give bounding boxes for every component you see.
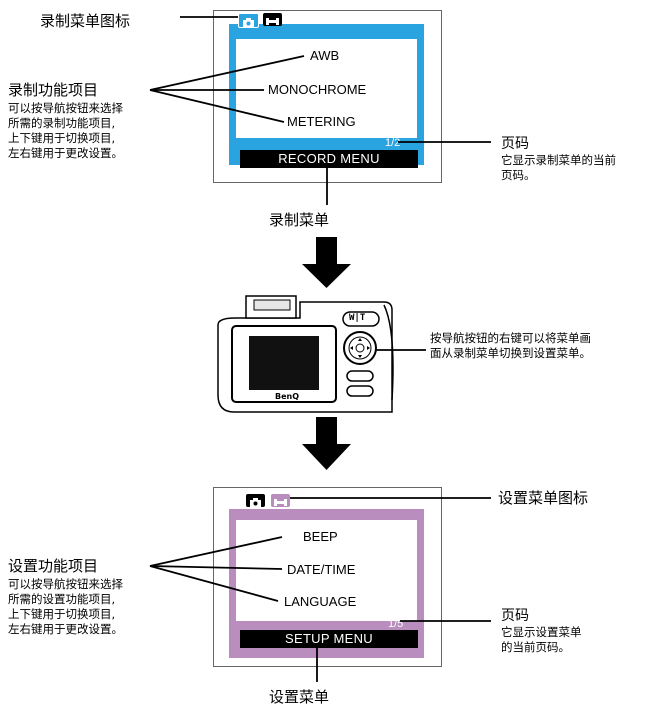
record-func-title: 录制功能项目	[8, 81, 99, 99]
setup-tab-icon	[263, 13, 282, 26]
record-page-number: 1/2	[385, 137, 401, 149]
down-arrow-icon	[302, 237, 351, 470]
record-menu-caption: 录制菜单	[269, 211, 330, 229]
camera-tab-icon	[238, 13, 259, 28]
setup-tab-icon	[271, 494, 290, 507]
setup-item-beep[interactable]: BEEP	[303, 529, 338, 544]
setup-page-desc: 它显示设置菜单 的当前页码。	[501, 625, 582, 654]
setup-page-title: 页码	[501, 608, 529, 624]
record-page-title: 页码	[501, 136, 529, 152]
record-item-awb[interactable]: AWB	[310, 48, 340, 63]
setup-func-desc: 可以按导航按钮来选择 所需的设置功能项目, 上下键用于切换项目, 左右键用于更改…	[8, 577, 123, 636]
record-page-desc: 它显示录制菜单的当前 页码。	[501, 153, 616, 182]
camera-tab-icon	[246, 494, 265, 507]
setup-tab-icon-label: 设置菜单图标	[498, 489, 589, 507]
brand-logo: BenQ	[275, 392, 300, 401]
record-func-desc: 可以按导航按钮来选择 所需的录制功能项目, 上下键用于切换项目, 左右键用于更改…	[8, 101, 123, 160]
wt-button-label: W|T	[349, 313, 366, 323]
record-item-metering[interactable]: METERING	[287, 114, 356, 129]
setup-menu-caption: 设置菜单	[269, 688, 330, 706]
record-menu-bar: RECORD MENU	[240, 150, 418, 168]
record-tab-icon-label: 录制菜单图标	[40, 12, 131, 30]
setup-menu-bar: SETUP MENU	[240, 630, 418, 648]
setup-page-number: 1/5	[388, 618, 404, 630]
camera-desc: 按导航按钮的右键可以将菜单画 面从录制菜单切换到设置菜单。	[430, 331, 591, 360]
setup-item-language[interactable]: LANGUAGE	[284, 594, 357, 609]
record-item-monochrome[interactable]: MONOCHROME	[268, 82, 367, 97]
setup-func-title: 设置功能项目	[8, 557, 99, 575]
setup-item-datetime[interactable]: DATE/TIME	[287, 562, 356, 577]
